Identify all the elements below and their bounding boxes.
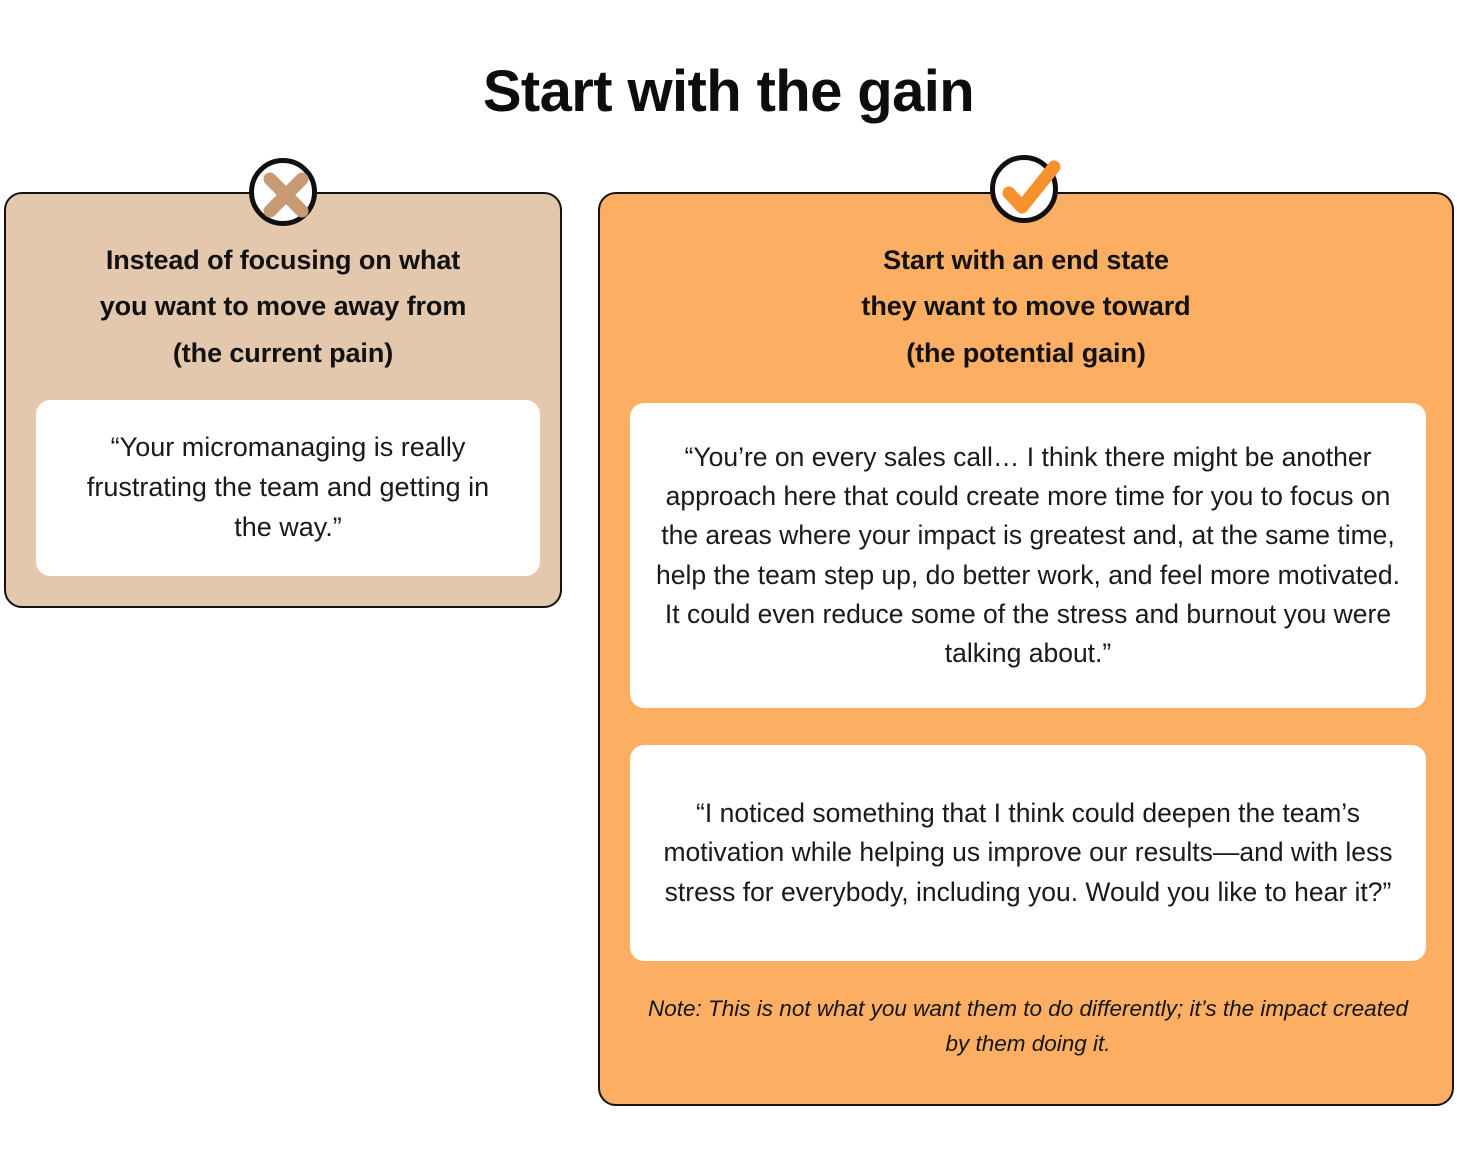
gain-quote-text-2: “I noticed something that I think could … (663, 798, 1393, 907)
check-mark-icon (990, 155, 1061, 223)
pain-card-heading: Instead of focusing on what you want to … (6, 237, 560, 376)
pain-heading-line-3: (the current pain) (172, 337, 394, 368)
gain-quote-box-2: “I noticed something that I think could … (630, 745, 1426, 961)
pain-quote-box: “Your micromanaging is really frustratin… (36, 400, 540, 576)
pain-card: Instead of focusing on what you want to … (4, 192, 562, 608)
gain-card: Start with an end state they want to mov… (598, 192, 1454, 1106)
gain-note-text: Note: This is not what you want them to … (648, 996, 1408, 1056)
pain-quote-text: “Your micromanaging is really frustratin… (86, 432, 490, 542)
x-mark-icon (249, 158, 317, 226)
pain-heading-line-2: you want to move away from (99, 291, 467, 322)
gain-heading-line-3: (the potential gain) (906, 337, 1146, 368)
gain-quote-box-1: “You’re on every sales call… I think the… (630, 403, 1426, 708)
gain-card-heading: Start with an end state they want to mov… (600, 237, 1452, 376)
gain-heading-line-1: Start with an end state (883, 245, 1169, 275)
page-title: Start with the gain (482, 59, 975, 124)
pain-heading-line-1: Instead of focusing on what (105, 245, 461, 275)
gain-quote-text-1: “You’re on every sales call… I think the… (656, 441, 1400, 668)
gain-heading-line-2: they want to move toward (861, 291, 1191, 322)
